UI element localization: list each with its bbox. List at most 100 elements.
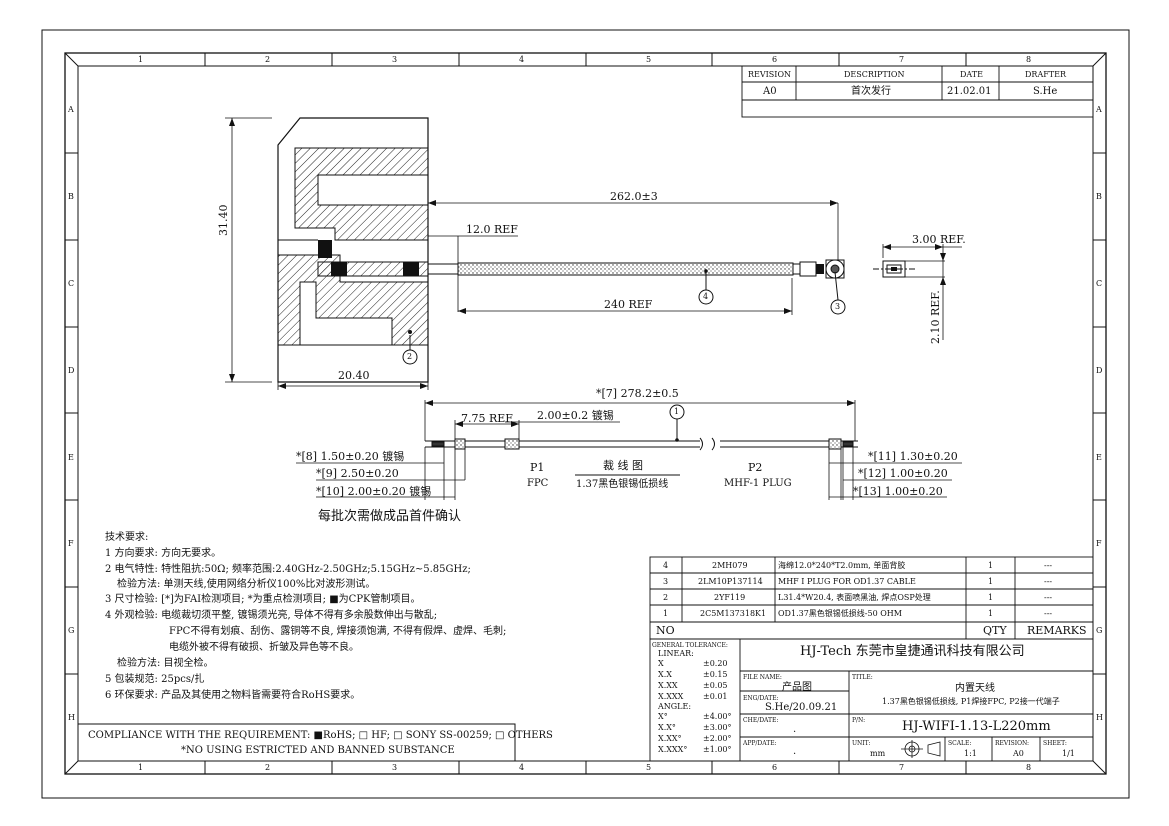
note-line: 检验方法: 单测天线,使用网络分析仪100%比对波形测试。 <box>117 579 376 590</box>
row-label: F <box>1096 539 1102 548</box>
bom-part: 2LM10P137114 <box>698 577 763 586</box>
bom-part: 2YF119 <box>714 593 746 602</box>
title-line-1: 内置天线 <box>955 683 995 694</box>
col-label: 5 <box>646 763 652 772</box>
revision-value: A0 <box>1013 749 1024 758</box>
sheet-value: 1/1 <box>1062 749 1075 758</box>
che-date: . <box>793 724 797 735</box>
row-label: B <box>68 192 74 201</box>
bom-desc: L31.4*W20.4, 表面喷黑油, 焊点OSP处理 <box>778 593 931 602</box>
tol-value: ±0.05 <box>703 681 728 690</box>
note-line: 1 方向要求: 方向无要求。 <box>105 548 222 559</box>
tol-value: ±2.00° <box>703 734 732 743</box>
dim-11: *[11] 1.30±0.20 <box>868 450 958 463</box>
col-label: 2 <box>265 55 271 64</box>
compliance-substance: *NO USING ESTRICTED AND BANNED SUBSTANCE <box>181 745 455 756</box>
row-label: E <box>1096 453 1102 462</box>
note-line: 4 外观检验: 电缆裁切须平整, 镀锡须光亮, 导体不得有多余股数伸出与散乱; <box>105 610 438 621</box>
tol-key: X.X° <box>658 723 676 732</box>
eng-date: S.He/20.09.21 <box>765 702 838 713</box>
col-label: 6 <box>772 763 778 772</box>
tol-value: ±0.20 <box>703 659 728 668</box>
title-label: TITLE: <box>852 674 873 681</box>
rev-description: 首次发行 <box>851 86 891 97</box>
bom-remark: --- <box>1044 577 1053 586</box>
col-label: 3 <box>392 763 398 772</box>
note-line: 检验方法: 目视全检。 <box>117 658 214 669</box>
bom-remark: --- <box>1044 609 1053 618</box>
tol-value: ±3.00° <box>703 723 732 732</box>
rev-drafter: S.He <box>1033 86 1058 97</box>
eng-label: ENG/DATE: <box>743 695 779 702</box>
note-line: 电缆外被不得有破损、折皱及异色等不良。 <box>169 642 359 653</box>
tol-key: X° <box>658 712 668 721</box>
p2-type: MHF-1 PLUG <box>724 478 792 489</box>
row-label: G <box>68 626 75 635</box>
app-date: . <box>793 746 797 757</box>
row-label: E <box>68 453 74 462</box>
balloon-3-label: 3 <box>835 302 841 311</box>
notes-heading: 技术要求: <box>105 532 149 543</box>
compliance-requirement: COMPLIANCE WITH THE REQUIREMENT: ■RoHS; … <box>88 730 553 741</box>
row-label: H <box>68 713 75 722</box>
note-line: 2 电气特性: 特性阻抗:50Ω; 频率范围:2.40GHz-2.50GHz;5… <box>105 564 471 575</box>
row-label: A <box>1096 105 1102 114</box>
cut-drawing-title: 裁 线 图 <box>603 459 643 472</box>
col-label: 7 <box>899 55 905 64</box>
tol-key: X.X <box>658 670 672 679</box>
col-label: 5 <box>646 55 652 64</box>
dim-tin-plating: 2.00±0.2 镀锡 <box>537 409 614 422</box>
rev-value: A0 <box>763 86 777 97</box>
row-label: B <box>1096 192 1102 201</box>
rev-header-revision: REVISION <box>748 70 791 79</box>
row-label: C <box>1096 279 1103 288</box>
bom-qty: 1 <box>988 561 994 570</box>
row-label: A <box>68 105 74 114</box>
bom-part: 2MH079 <box>712 561 748 570</box>
dim-10: *[10] 2.00±0.20 镀锡 <box>316 485 432 498</box>
angle-label: ANGLE: <box>658 702 692 711</box>
title-line-2: 1.37黑色银锡低损线, P1焊接FPC, P2接一代端子 <box>882 697 1060 706</box>
col-label: 6 <box>772 55 778 64</box>
tol-key: X.XXX <box>658 692 684 701</box>
rev-date: 21.02.01 <box>947 86 992 97</box>
balloon-1-label: 1 <box>674 407 680 416</box>
tol-value: ±0.15 <box>703 670 728 679</box>
revision-label: REVISION: <box>995 740 1030 747</box>
bom-remark: --- <box>1044 593 1053 602</box>
p1-label: P1 <box>530 461 545 474</box>
bom-desc: 海绵12.0*240*T2.0mm, 单面背胶 <box>778 561 906 570</box>
tol-value: ±4.00° <box>703 712 732 721</box>
bom-header-remarks: REMARKS <box>1027 624 1087 637</box>
bom-remark: --- <box>1044 561 1053 570</box>
linear-label: LINEAR: <box>658 649 694 658</box>
dim-7-75-ref: 7.75 REF <box>461 412 513 425</box>
pn-label: P/N: <box>852 717 866 724</box>
app-label: APP/DATE: <box>743 740 777 747</box>
col-label: 1 <box>138 55 144 64</box>
tol-key: X <box>658 659 664 668</box>
row-label: H <box>1096 713 1103 722</box>
note-line: FPC不得有划痕、刮伤、露铜等不良, 焊接须饱满, 不得有假焊、虚焊、毛刺; <box>169 626 507 637</box>
balloon-2-label: 2 <box>407 352 413 361</box>
p2-label: P2 <box>748 461 763 474</box>
bom-desc: MHF Ⅰ PLUG FOR OD1.37 CABLE <box>778 577 916 586</box>
col-label: 2 <box>265 763 271 772</box>
bom-no: 4 <box>663 561 669 570</box>
dim-height: 31.40 <box>217 204 230 237</box>
bom-header-no: NO <box>656 624 675 637</box>
bom-header-qty: QTY <box>983 624 1007 637</box>
company-name: HJ-Tech 东莞市皇捷通讯科技有限公司 <box>800 644 1025 659</box>
row-label: D <box>68 366 75 375</box>
bom-no: 2 <box>663 593 669 602</box>
bom-qty: 1 <box>988 577 994 586</box>
col-label: 4 <box>519 55 525 64</box>
note-line: 6 环保要求: 产品及其使用之物料皆需要符合RoHS要求。 <box>105 690 361 701</box>
col-label: 8 <box>1026 55 1032 64</box>
col-label: 1 <box>138 763 144 772</box>
rev-header-description: DESCRIPTION <box>844 70 905 79</box>
balloon-4-label: 4 <box>703 292 709 301</box>
scale-label: SCALE: <box>948 740 972 747</box>
file-name-label: FILE NAME: <box>743 674 782 681</box>
